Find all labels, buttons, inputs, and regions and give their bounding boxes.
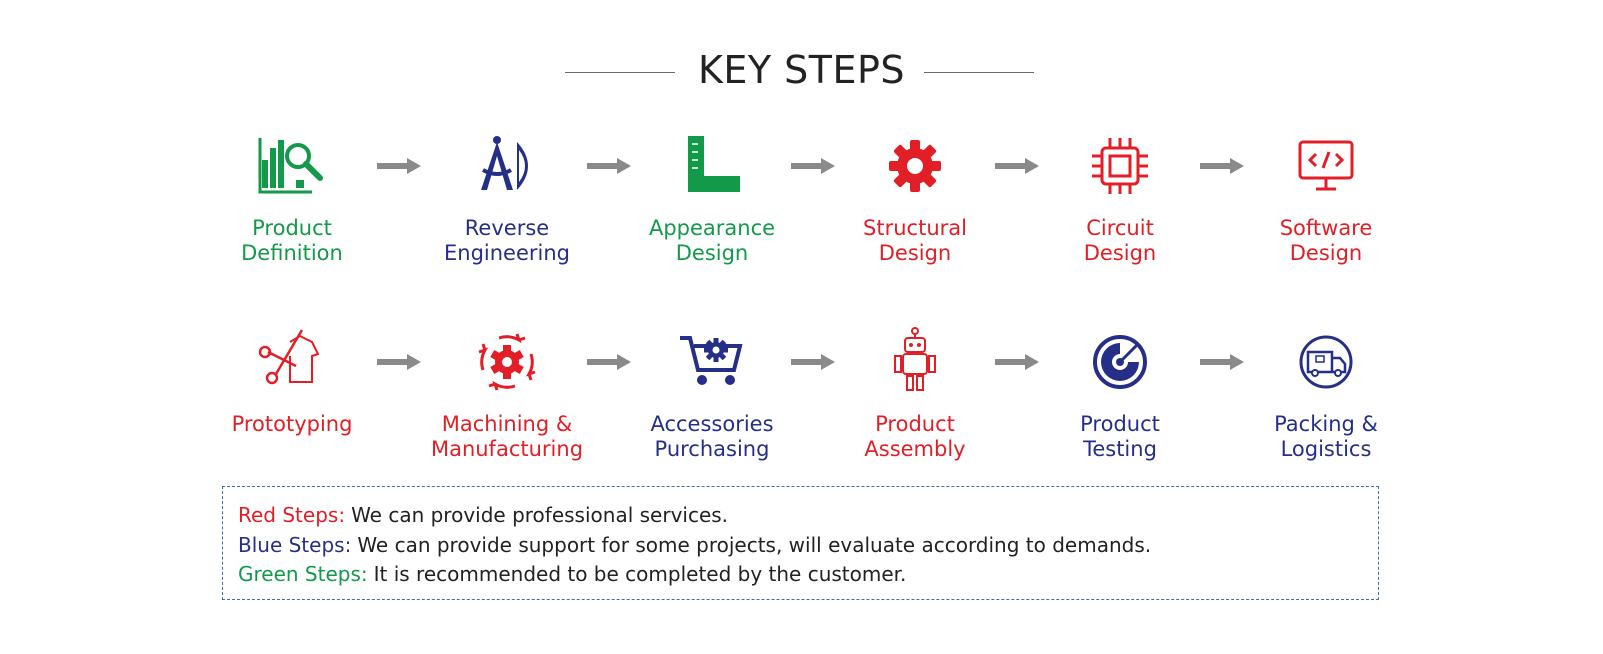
step-label-line: Appearance xyxy=(648,216,776,240)
legend-red: Red Steps:We can provide professional se… xyxy=(238,501,1363,531)
step-label-line: Design xyxy=(675,241,749,265)
scissors-shirt-icon xyxy=(256,326,328,398)
legend-blue: Blue Steps:We can provide support for so… xyxy=(238,531,1363,561)
step-label: Machining &Manufacturing xyxy=(417,412,597,462)
cart-gear-icon xyxy=(676,326,748,398)
flow-arrow-icon xyxy=(789,352,839,372)
flow-arrow-icon xyxy=(375,156,425,176)
chart-magnifier-icon xyxy=(256,130,328,202)
flow-arrow-icon xyxy=(1198,156,1248,176)
flow-arrow-icon xyxy=(993,156,1043,176)
step-label-line: Design xyxy=(878,241,952,265)
step-label-line: Testing xyxy=(1083,437,1157,461)
flow-arrow-icon xyxy=(1198,352,1248,372)
step-label-line: Accessories xyxy=(650,412,774,436)
ruler-square-icon xyxy=(676,130,748,202)
legend-blue-key: Blue Steps: xyxy=(238,532,352,557)
title-divider-left xyxy=(565,72,675,73)
monitor-code-icon xyxy=(1290,130,1362,202)
title-divider-right xyxy=(924,72,1034,73)
legend-red-text: We can provide professional services. xyxy=(351,503,729,527)
legend-red-key: Red Steps: xyxy=(238,503,346,527)
compass-icon xyxy=(471,130,543,202)
legend-green: Green Steps:It is recommended to be comp… xyxy=(238,560,1363,590)
page-title: KEY STEPS xyxy=(697,48,906,92)
step-label-line: Logistics xyxy=(1280,437,1372,461)
flow-arrow-icon xyxy=(993,352,1043,372)
gear-cycle-icon xyxy=(471,326,543,398)
legend-green-key: Green Steps: xyxy=(238,562,368,586)
step-label-line: Machining & xyxy=(441,412,573,436)
step-label-line: Software xyxy=(1279,216,1373,240)
step-label: Packing &Logistics xyxy=(1236,412,1416,462)
section-header: KEY STEPS xyxy=(0,48,1603,98)
step-label-line: Design xyxy=(1289,241,1363,265)
step-label-line: Purchasing xyxy=(654,437,770,461)
step-label-line: Product xyxy=(875,412,955,436)
step-label-line: Engineering xyxy=(444,241,570,265)
step-label-line: Manufacturing xyxy=(430,437,584,461)
step-label-line: Product xyxy=(252,216,332,240)
step-label-line: Reverse xyxy=(464,216,550,240)
legend-blue-text: We can provide support for some projects… xyxy=(357,532,1152,557)
legend-box: Red Steps:We can provide professional se… xyxy=(222,486,1379,600)
truck-icon xyxy=(1290,326,1362,398)
chip-icon xyxy=(1084,130,1156,202)
step-label-line: Circuit xyxy=(1086,216,1154,240)
step-label-line: Prototyping xyxy=(231,412,353,436)
flow-arrow-icon xyxy=(585,156,635,176)
flow-arrow-icon xyxy=(585,352,635,372)
robot-icon xyxy=(879,326,951,398)
step-label-line: Assembly xyxy=(864,437,966,461)
flow-arrow-icon xyxy=(789,156,839,176)
step-label: Prototyping xyxy=(202,412,382,437)
step-label-line: Definition xyxy=(241,241,343,265)
step-label-line: Design xyxy=(1083,241,1157,265)
gauge-icon xyxy=(1084,326,1156,398)
step-label-line: Structural xyxy=(863,216,967,240)
step-label-line: Packing & xyxy=(1274,412,1378,436)
gear-icon xyxy=(879,130,951,202)
flow-arrow-icon xyxy=(375,352,425,372)
legend-green-text: It is recommended to be completed by the… xyxy=(373,562,907,586)
step-label-line: Product xyxy=(1080,412,1160,436)
